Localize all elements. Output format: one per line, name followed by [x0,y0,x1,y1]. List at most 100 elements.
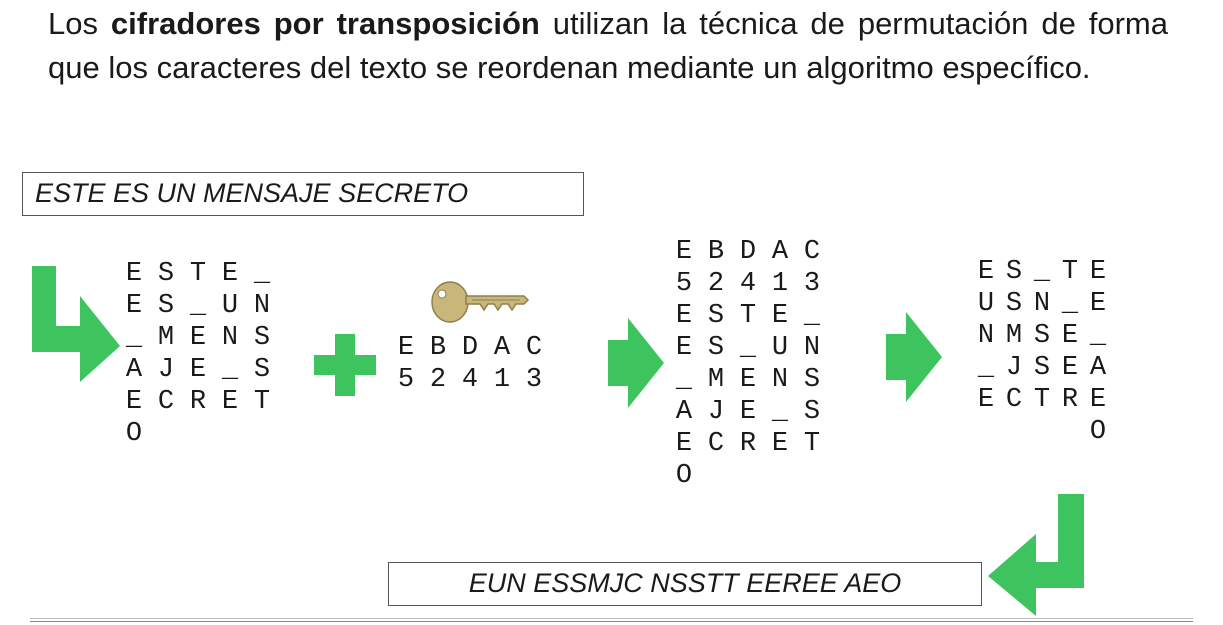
l-arrow-icon [32,266,120,382]
grid-cell: U [221,291,239,321]
grid-cell: R [739,429,757,459]
intro-text-end: utilizan la técnica de permutación de fo… [48,6,1168,85]
grid-cell: 3 [803,269,821,299]
grid-cell: S [707,301,725,331]
grid-cell: E [1061,321,1079,351]
grid-cell: E [739,365,757,395]
grid-cell: _ [771,397,789,427]
grid-cell [972,416,1000,448]
grid-cell: S [157,259,175,289]
grid-cell: E [675,237,693,267]
grid-cell: T [803,429,821,459]
grid-cell: U [977,289,995,319]
grid-cell: E [189,355,207,385]
right-arrow-icon [886,312,942,402]
grid-cell: M [157,323,175,353]
grid-cell: N [1033,289,1051,319]
grid-cell: E [977,257,995,287]
grid-cell: D [461,333,479,363]
grid-cell: J [1005,353,1023,383]
grid-row: O [972,416,1112,448]
grid-cell: _ [1061,289,1079,319]
grid-cell: N [221,323,239,353]
divider [30,621,1193,622]
grid-cell: E [221,387,239,417]
grid-cell: E [125,259,143,289]
grid-row: O [118,418,278,450]
grid-cell: S [1005,257,1023,287]
grid-cell: S [803,365,821,395]
grid-cell: A [125,355,143,385]
grid-cell: J [707,397,725,427]
grid-cell: S [1033,321,1051,351]
grid-cell: _ [1033,257,1051,287]
grid-cell: E [771,301,789,331]
grid-cell [1000,416,1028,448]
grid-cell: 5 [397,365,415,395]
grid-cell: E [1089,289,1107,319]
grid-cell: E [675,429,693,459]
grid-cell: E [675,333,693,363]
grid-cell: _ [189,291,207,321]
grid-cell: T [1061,257,1079,287]
intro-paragraph: Los cifradores por transposición utiliza… [48,2,1168,90]
grid-cell: _ [221,355,239,385]
grid-cell: M [707,365,725,395]
grid-cell: C [525,333,543,363]
grid-cell: A [771,237,789,267]
grid-cell: 2 [429,365,447,395]
grid-cell: S [253,323,271,353]
grid-cell: _ [739,333,757,363]
grid-cell: N [977,321,995,351]
grid-cell: C [1005,385,1023,415]
grid-cell: R [189,387,207,417]
grid-cell: _ [253,259,271,289]
grid-cell: E [977,385,995,415]
grid-cell: E [397,333,415,363]
grid-cell: U [771,333,789,363]
grid-cell: O [675,461,693,491]
grid-cell: T [1033,385,1051,415]
divider [30,618,1193,619]
grid-cell: A [493,333,511,363]
grid-cell: B [707,237,725,267]
grid-cell: E [1061,353,1079,383]
plaintext-box: ESTE ES UN MENSAJE SECRETO [22,172,584,216]
plus-icon [314,334,376,396]
grid-cell: E [189,323,207,353]
grid-cell: 2 [707,269,725,299]
grid-cell: E [221,259,239,289]
grid-cell: A [1089,353,1107,383]
grid-cell: N [771,365,789,395]
grid-cell: S [1033,353,1051,383]
grid-cell: S [157,291,175,321]
grid-cell: D [739,237,757,267]
grid-cell: E [739,397,757,427]
grid-cell: E [675,301,693,331]
grid-cell: 1 [771,269,789,299]
intro-text-start: Los [48,6,111,41]
grid-cell: _ [675,365,693,395]
grid-cell: T [739,301,757,331]
grid-cell: _ [1089,321,1107,351]
grid-cell: E [125,387,143,417]
grid-row: O [668,460,828,492]
